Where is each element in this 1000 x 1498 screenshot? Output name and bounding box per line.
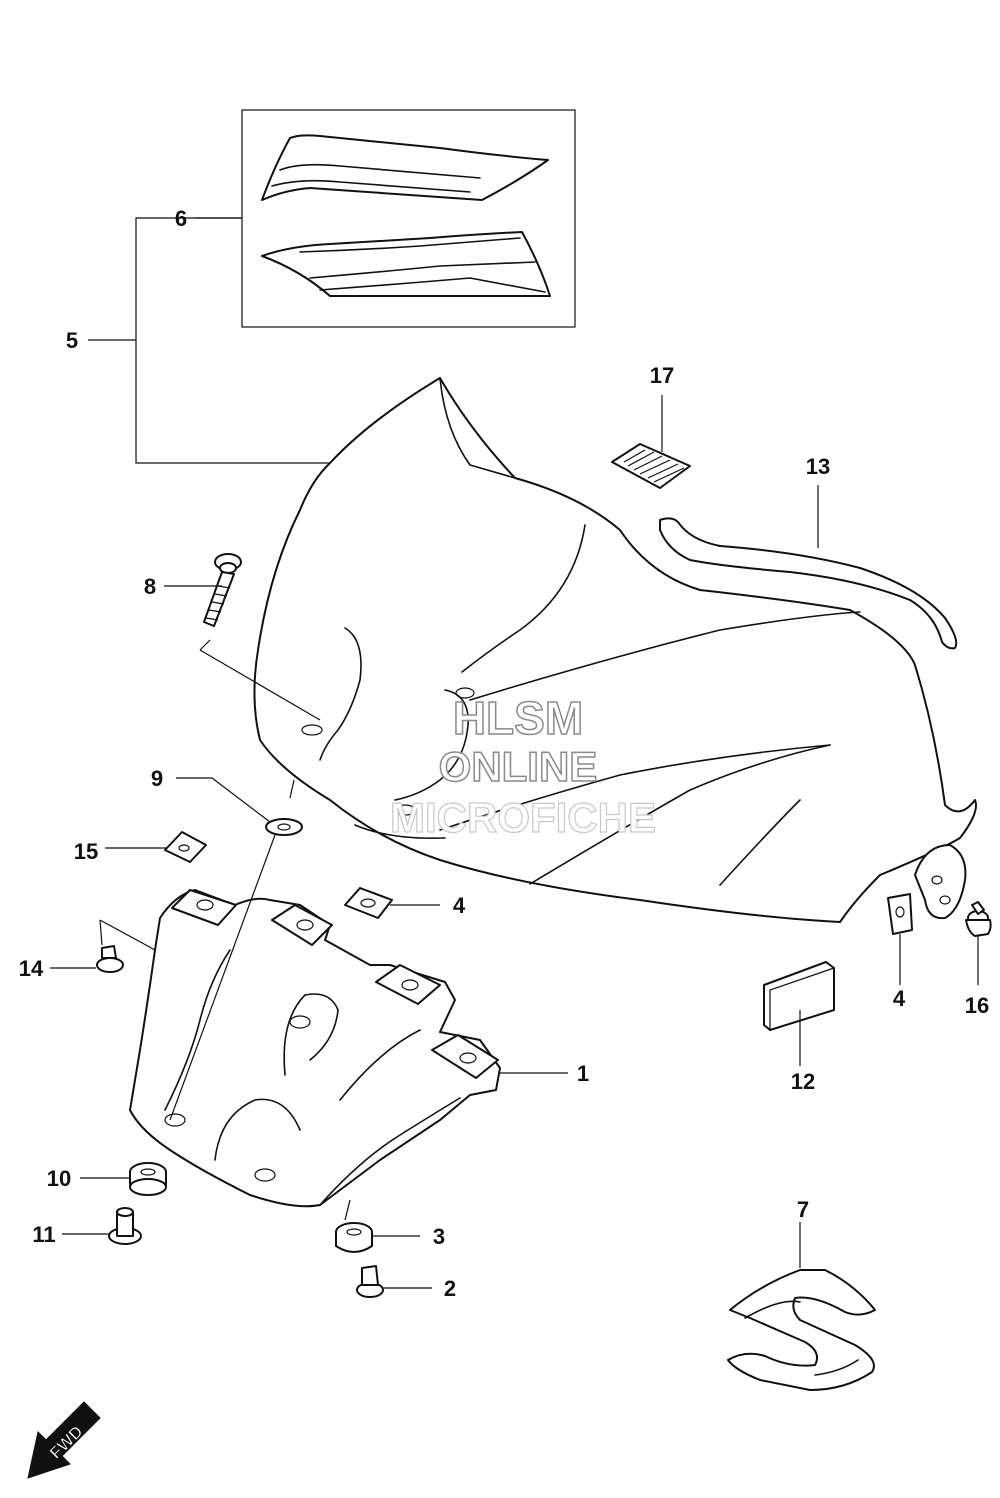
fwd-arrow-icon: FWD: [27, 1401, 101, 1479]
bolt-2: [356, 1265, 384, 1298]
callout-3: 3: [433, 1224, 445, 1249]
screw-part: [199, 553, 321, 721]
pad-part: [763, 961, 835, 1031]
callout-11: 11: [32, 1222, 55, 1247]
washer-part: [265, 779, 303, 836]
pushpin-16: [965, 901, 992, 937]
callout-14: 14: [19, 956, 44, 981]
callout-15: 15: [74, 839, 98, 864]
watermark-line-1: HLSM: [453, 692, 583, 744]
callout-4-lower: 4: [893, 986, 906, 1011]
callout-7: 7: [797, 1197, 809, 1222]
callout-9: 9: [151, 766, 163, 791]
watermark-line-2: ONLINE: [439, 743, 598, 790]
clip-4-upper: [344, 887, 393, 919]
grommet-3: [335, 1199, 373, 1253]
callout-17: 17: [650, 363, 674, 388]
leader-lines: [50, 395, 979, 1289]
collar-11: [108, 1207, 142, 1245]
callout-16: 16: [965, 993, 989, 1018]
bolt-14: [96, 919, 156, 973]
watermark-line-3: MICROFICHE: [390, 794, 656, 841]
callout-8: 8: [144, 574, 156, 599]
callout-10: 10: [47, 1166, 71, 1191]
clip-15: [164, 831, 207, 863]
callout-5: 5: [66, 328, 78, 353]
lower-cover: [129, 834, 501, 1208]
clip-4-lower: [887, 893, 913, 935]
callout-13: 13: [806, 454, 830, 479]
emblem-part: [727, 1269, 876, 1391]
callout-1: 1: [577, 1061, 589, 1086]
callout-4-upper: 4: [453, 893, 466, 918]
caution-label: [611, 443, 691, 489]
decal-set-box: [241, 109, 576, 328]
fairing-panel: [253, 377, 977, 923]
callout-6: 6: [175, 206, 187, 231]
callout-bracket-5-6: [88, 217, 330, 464]
trim-strip: [659, 517, 958, 650]
grommet-10: [129, 1162, 167, 1196]
callout-2: 2: [444, 1276, 456, 1301]
callout-12: 12: [791, 1069, 815, 1094]
